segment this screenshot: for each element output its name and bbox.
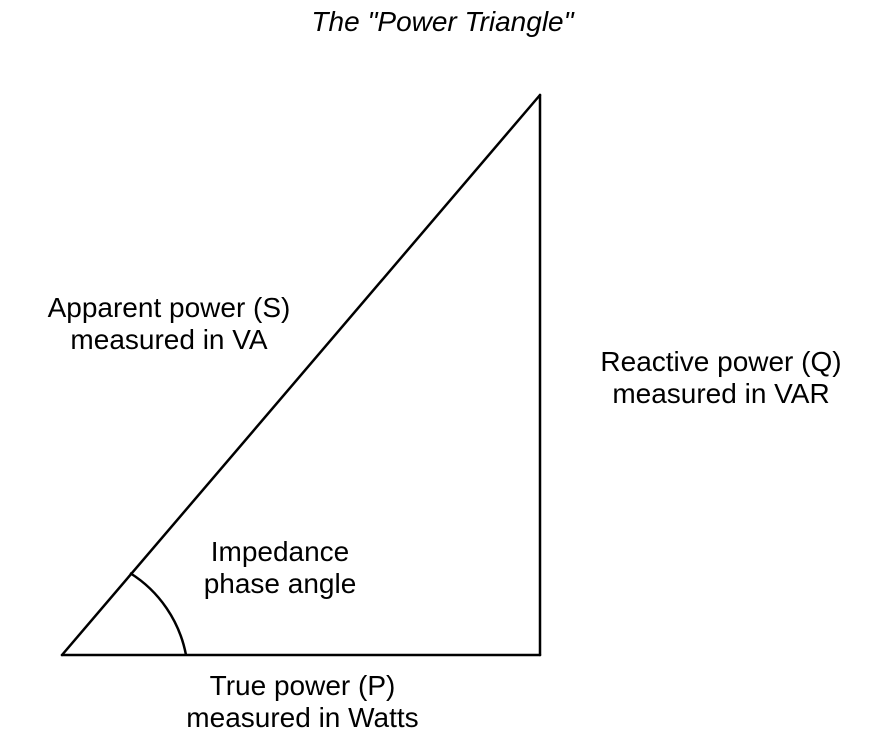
true-power-name: True power (P) [209, 670, 396, 701]
apparent-power-side [60, 93, 542, 657]
phase-angle-label: Impedance phase angle [170, 536, 390, 600]
phase-angle-arc [129, 571, 188, 656]
reactive-power-label: Reactive power (Q) measured in VAR [560, 346, 882, 410]
reactive-power-unit: measured in VAR [612, 378, 830, 409]
phase-angle-line2: phase angle [203, 568, 357, 599]
reactive-power-name: Reactive power (Q) [600, 346, 842, 377]
apparent-power-name: Apparent power (S) [47, 292, 291, 323]
phase-angle-line1: Impedance [210, 536, 350, 567]
apparent-power-label: Apparent power (S) measured in VA [4, 292, 334, 356]
true-power-unit: measured in Watts [186, 702, 419, 733]
apparent-power-unit: measured in VA [70, 324, 268, 355]
diagram-title: The "Power Triangle" [311, 6, 574, 37]
true-power-label: True power (P) measured in Watts [130, 670, 475, 734]
